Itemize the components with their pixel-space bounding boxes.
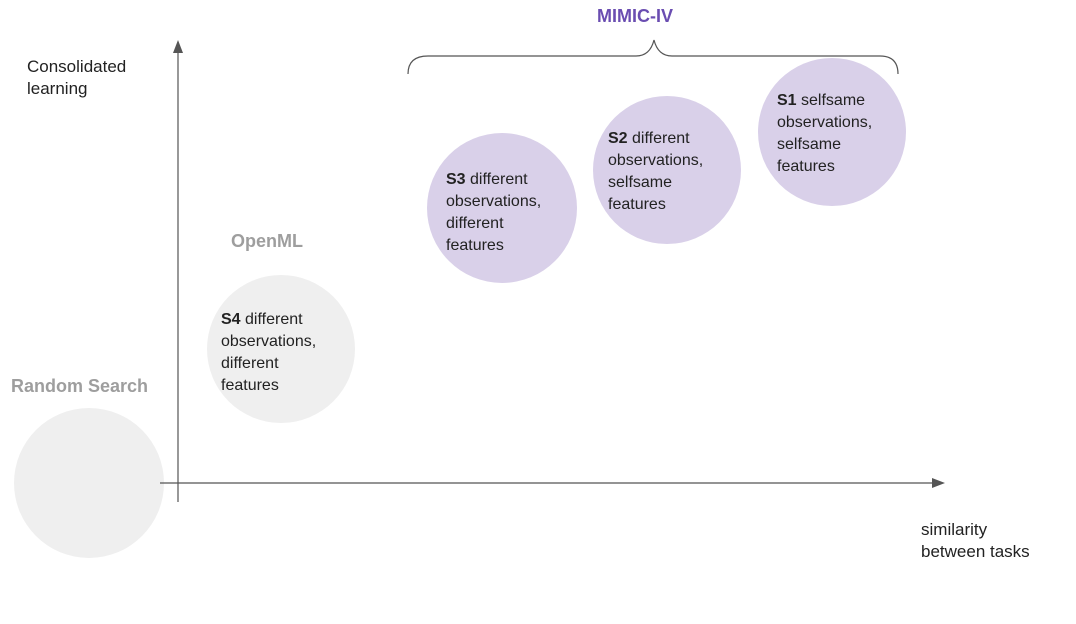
scenario-s3-text: S3 different observations, different fea… (446, 171, 542, 254)
scenario-s2-text: S2 different observations, selfsame feat… (608, 130, 704, 213)
group-label-random-search: Random Search (11, 376, 149, 396)
bubble-random-search (14, 408, 164, 558)
scenario-id: S3 (446, 171, 466, 188)
bubble-s2 (593, 96, 741, 244)
scenario-s4-text: S4 different observations, different fea… (221, 311, 317, 394)
x-axis-label: similarity between tasks (921, 520, 1030, 561)
scenario-id: S1 (777, 92, 797, 109)
bubble-s3 (427, 133, 577, 283)
mimic-brace (407, 39, 899, 75)
scenario-id: S2 (608, 130, 628, 147)
scenario-s1-text: S1 selfsame observations, selfsame featu… (777, 92, 873, 175)
group-label-openml: OpenML (231, 231, 303, 251)
bubble-s1 (758, 58, 906, 206)
bubble-s4 (207, 275, 355, 423)
y-axis-label: Consolidated learning (27, 57, 127, 98)
scenario-id: S4 (221, 311, 241, 328)
x-axis-arrowhead (932, 478, 945, 488)
group-label-mimic: MIMIC-IV (597, 6, 673, 26)
y-axis-arrowhead (173, 40, 183, 53)
